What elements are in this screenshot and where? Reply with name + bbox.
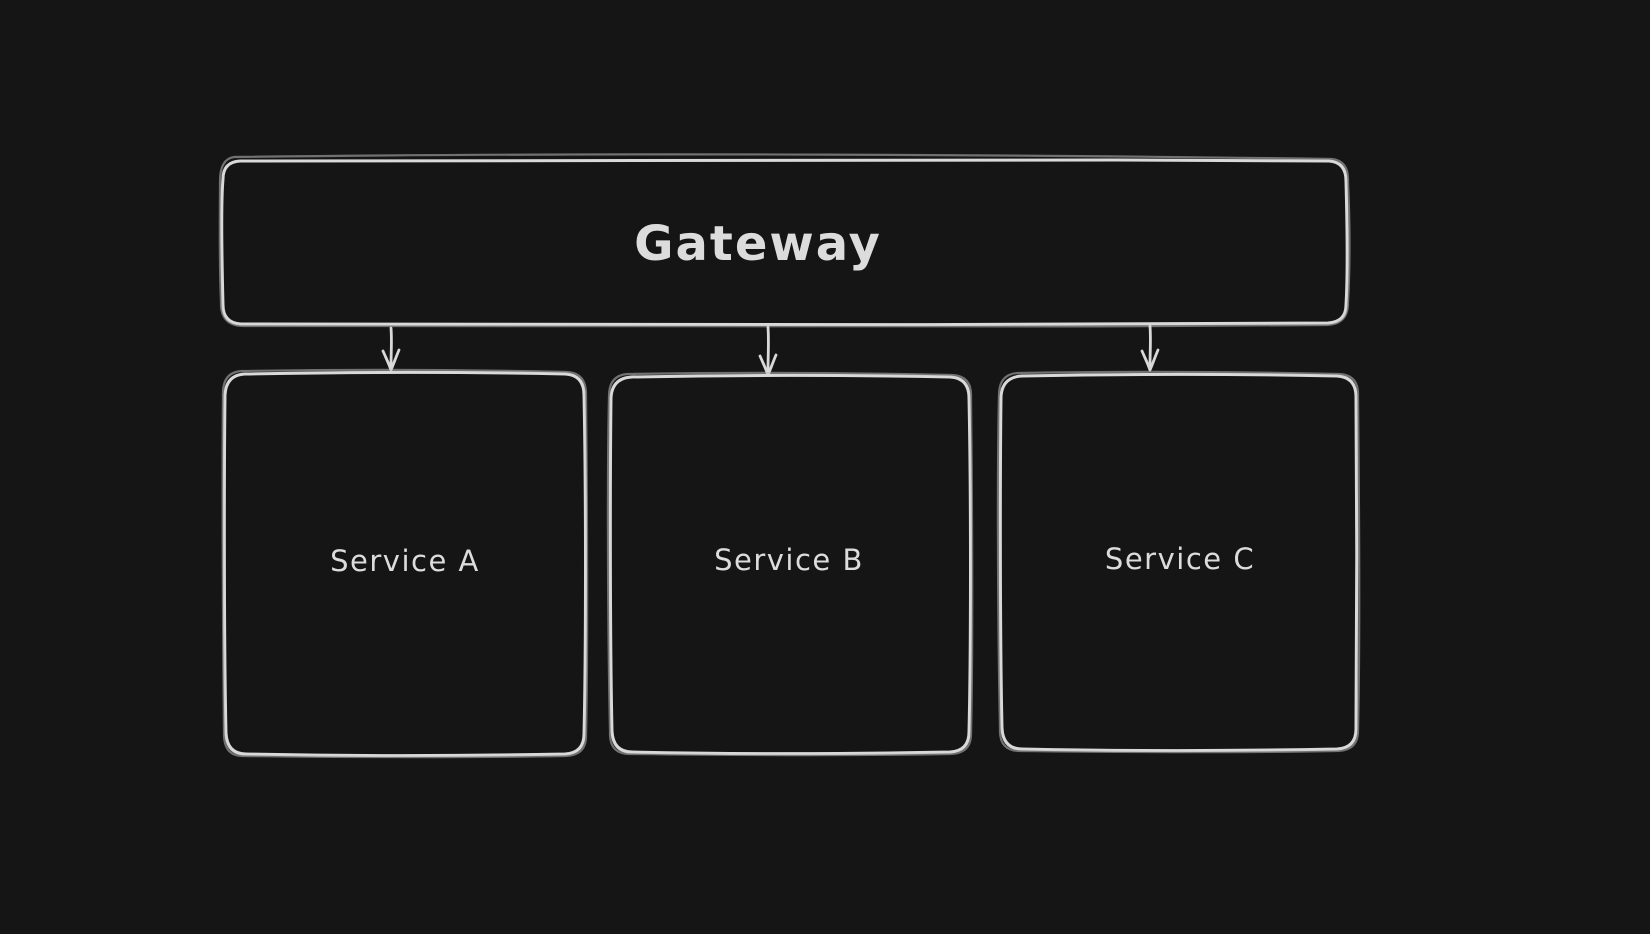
service-b-box-outline-sketch: [606, 371, 974, 757]
arrow-down-head-icon: [1140, 348, 1160, 372]
gateway-box-outline-sketch: [218, 153, 1351, 329]
service-c-label: Service C: [1105, 542, 1255, 576]
gateway-label: Gateway: [634, 216, 882, 272]
edge-gateway-to-service-c[interactable]: [1140, 324, 1160, 372]
node-gateway[interactable]: Gateway: [218, 153, 1351, 329]
service-a-box-outline-sketch: [221, 368, 589, 759]
node-service-a[interactable]: Service A: [221, 368, 589, 759]
service-a-box-outline: [222, 371, 587, 757]
gateway-box-outline: [220, 157, 1349, 327]
node-service-b[interactable]: Service B: [606, 371, 974, 757]
service-b-box-outline: [608, 374, 972, 755]
node-service-c[interactable]: Service C: [996, 370, 1361, 754]
service-c-box-outline: [998, 373, 1359, 752]
service-a-label: Service A: [330, 544, 480, 578]
service-c-box-outline-sketch: [996, 370, 1361, 754]
service-b-label: Service B: [714, 543, 864, 577]
